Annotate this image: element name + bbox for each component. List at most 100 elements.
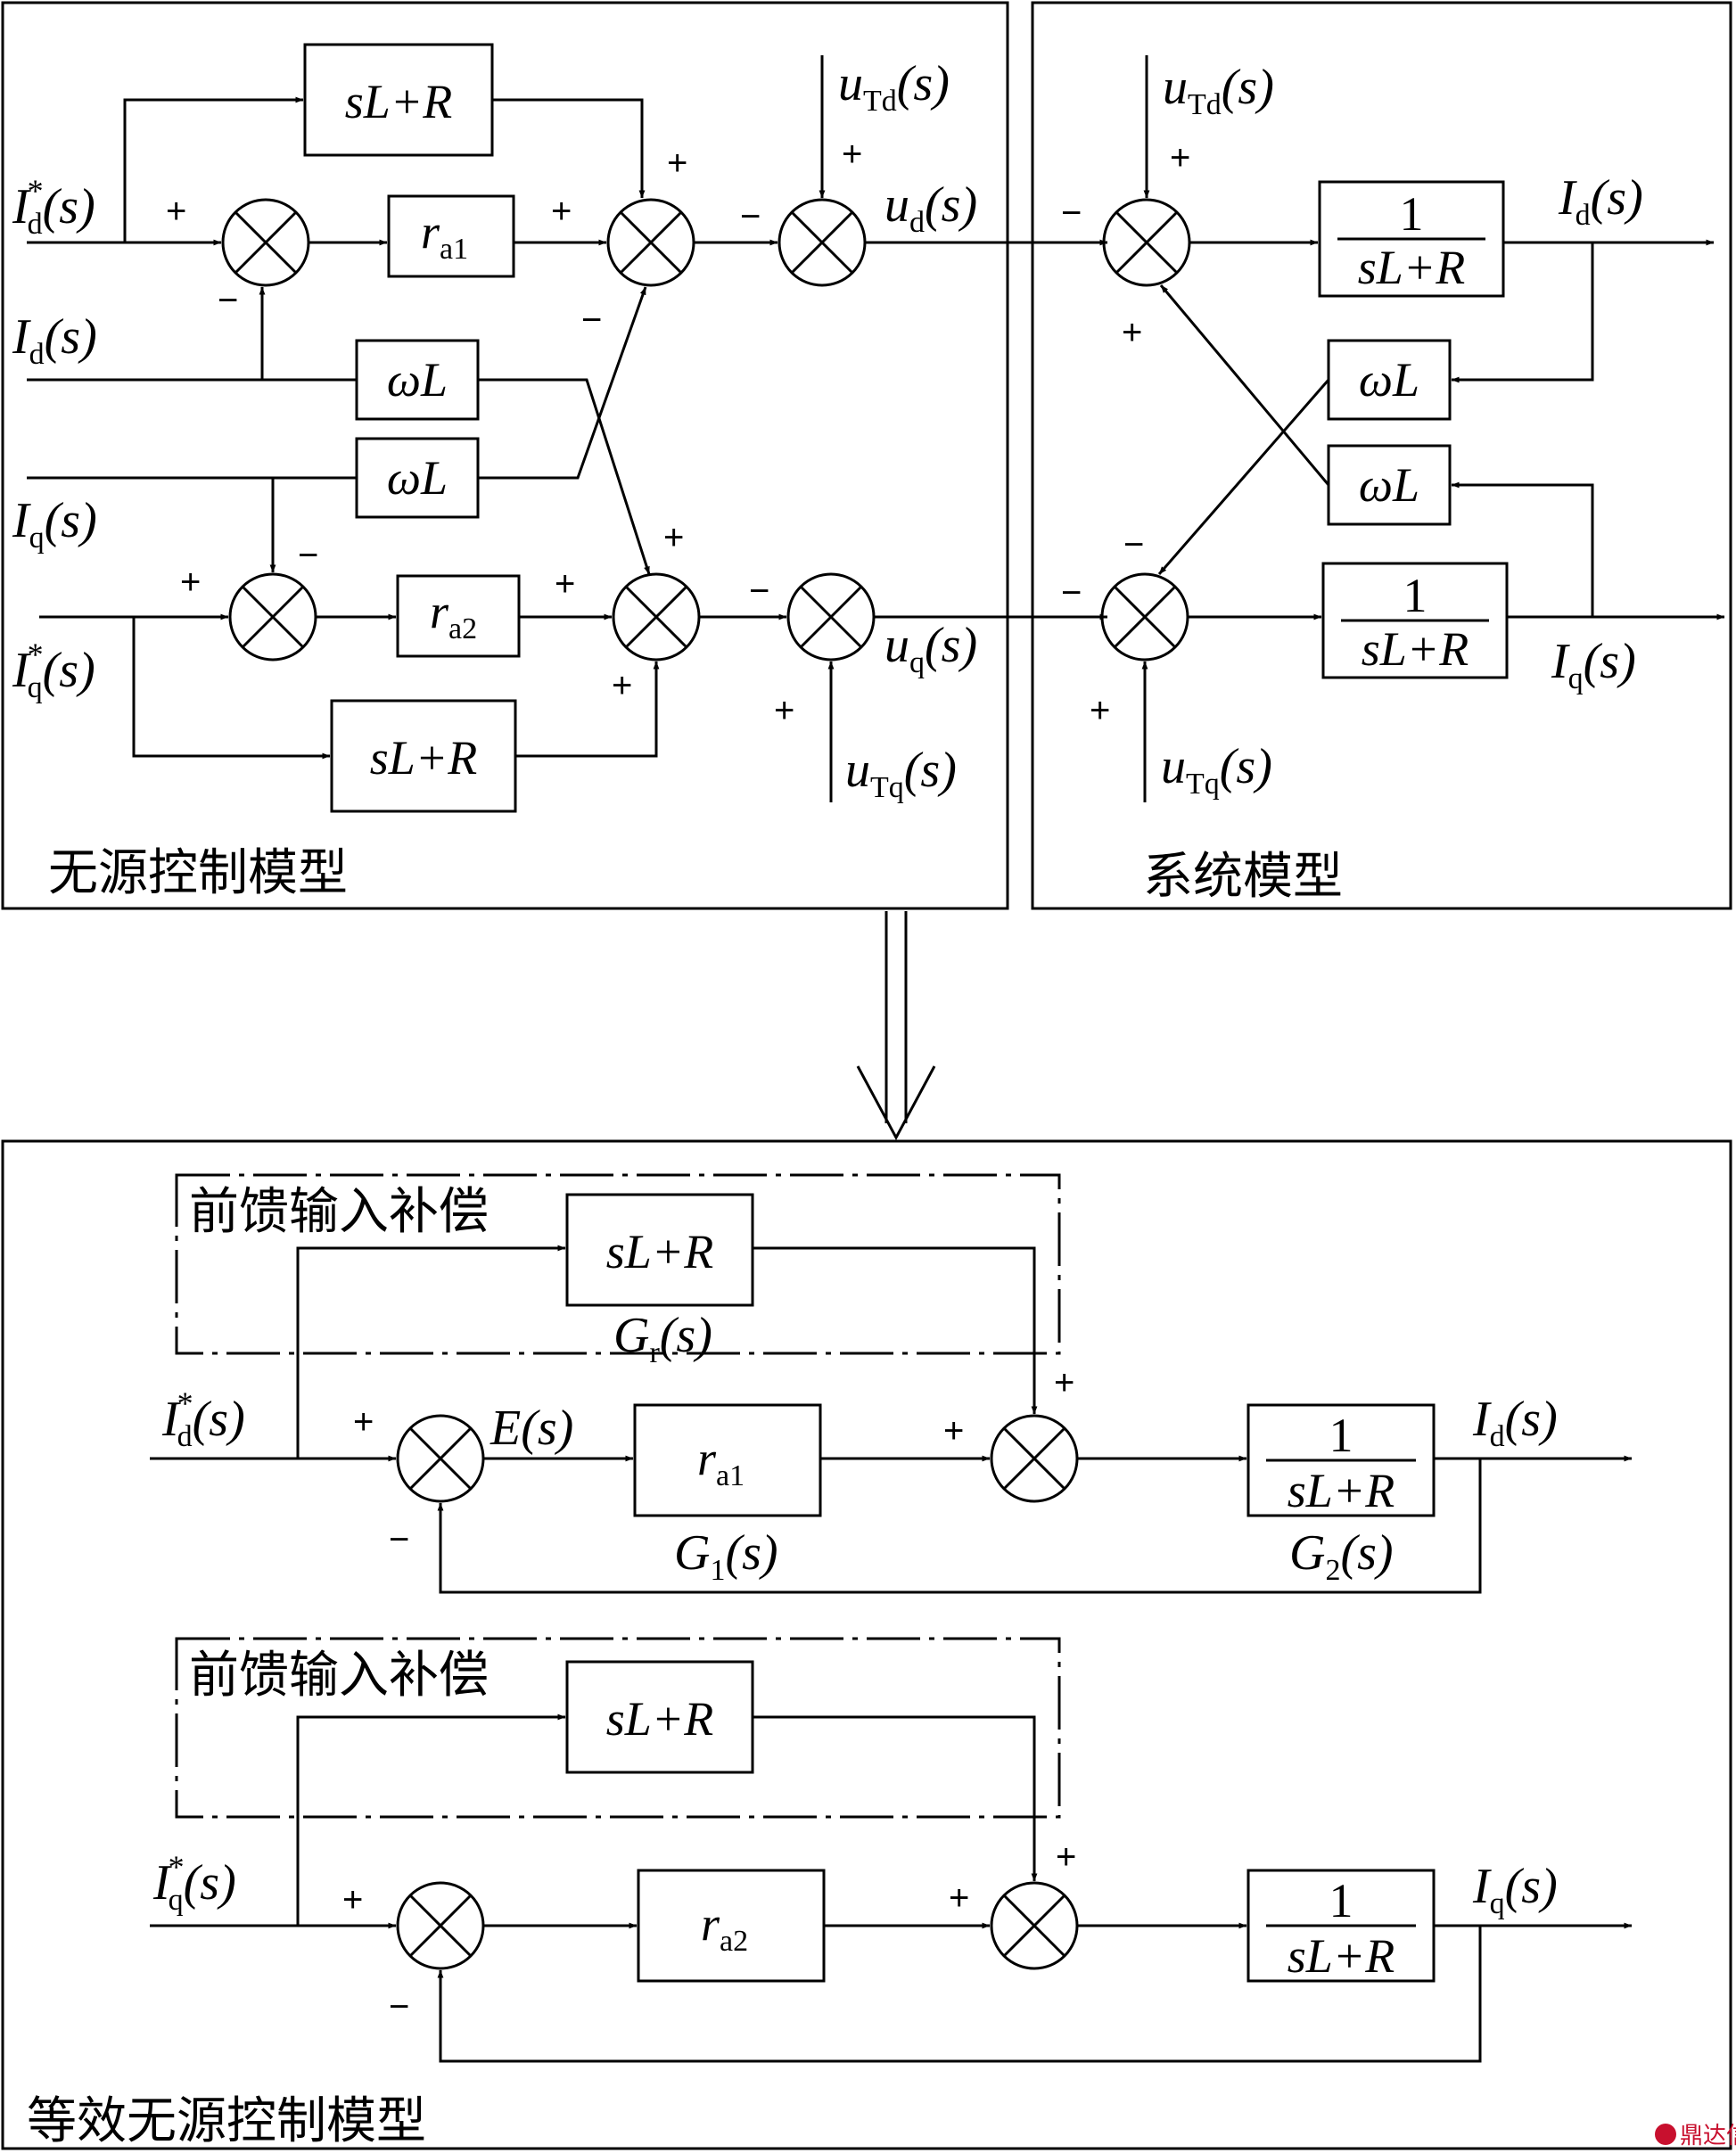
sum-junction-eq [228, 572, 317, 662]
sign-plus: + [551, 192, 572, 231]
sign-minus: − [1123, 525, 1144, 564]
sign-minus: − [749, 571, 769, 611]
panel-frame-right [1031, 1, 1732, 910]
wires-system [1100, 55, 1725, 802]
sign-minus: − [389, 1520, 409, 1559]
sign-plus: + [943, 1411, 964, 1450]
label-id-ref-equiv: I*d(s) [161, 1385, 245, 1453]
panel-title-equivalent-model: 等效无源控制模型 [27, 2092, 426, 2150]
text-sys-omega-l-2: ωL [1359, 458, 1419, 512]
block-ra2 [396, 574, 521, 658]
passive-control-model-panel: sL+R ra1 ωL ωL ra2 sL+R I*d(s) Id(s) Iq(… [1, 1, 1108, 910]
sum-junction-d-mid [606, 198, 695, 287]
label-id-feedback: Id(s) [12, 309, 97, 371]
text-ra1: ra1 [421, 205, 468, 266]
sign-plus: + [663, 518, 684, 557]
label-utd-left: uTd(s) [838, 56, 950, 118]
text-q-plant-den: sL+R [1288, 1929, 1395, 1983]
sign-plus: + [667, 144, 687, 183]
feedforward-region-d [175, 1173, 1061, 1355]
label-id-out-equiv: Id(s) [1472, 1392, 1558, 1453]
feedforward-label-q: 前馈输入补偿 [189, 1647, 489, 1705]
label-g2: G2(s) [1289, 1525, 1394, 1587]
label-iq-ref: I*q(s) [12, 637, 95, 704]
label-id-out-right: Id(s) [1558, 170, 1643, 232]
sign-plus: + [353, 1402, 374, 1442]
text-ra2: ra2 [430, 585, 477, 645]
sign-plus: + [1170, 138, 1190, 177]
panel-title-system-model: 系统模型 [1143, 848, 1343, 906]
text-plant-q-num: 1 [1403, 569, 1427, 622]
text-gr-sl-plus-r: sL+R [606, 1225, 713, 1278]
sign-plus: + [1122, 313, 1142, 352]
block-q-ra2 [637, 1869, 826, 1983]
panel-frame-left [1, 1, 1009, 910]
panel-title-passive-control: 无源控制模型 [48, 844, 348, 902]
block-sys-omega-l-1 [1327, 339, 1452, 421]
text-omega-l-1: ωL [387, 353, 448, 407]
label-uq: uq(s) [884, 618, 977, 679]
sum-junction-eq-q1 [396, 1881, 485, 1970]
text-omega-l-2: ωL [387, 451, 448, 505]
sum-junction-sys-d [1102, 198, 1191, 287]
label-iq-feedback: Iq(s) [12, 493, 97, 555]
text-g1-ra1: ra1 [697, 1432, 745, 1492]
sign-minus: − [581, 300, 602, 340]
block-gr-sl-plus-r [565, 1193, 754, 1307]
sign-plus: + [1054, 1363, 1074, 1402]
label-iq-ref-equiv: I*q(s) [152, 1849, 236, 1917]
wires-d-axis-left [27, 55, 1108, 573]
q-loop: 前馈输入补偿 sL+R ra2 1 sL+R [150, 1637, 1633, 2063]
text-sys-omega-l-1: ωL [1359, 353, 1419, 407]
watermark-text: 鼎达信 [1680, 2123, 1736, 2149]
text-g2-num: 1 [1329, 1409, 1353, 1462]
label-error-e: E(s) [490, 1401, 573, 1456]
block-sys-omega-l-2 [1327, 444, 1452, 526]
text-sl-plus-r-bottom: sL+R [370, 731, 477, 785]
text-plant-d-den: sL+R [1358, 241, 1465, 294]
equivalent-model-panel: 前馈输入补偿 sL+R Gr(s) ra1 G1(s) 1 sL+R G2(s) [1, 1139, 1732, 2150]
sign-plus: + [1090, 691, 1110, 730]
label-iq-out-right: Iq(s) [1551, 634, 1636, 695]
feedforward-label-d: 前馈输入补偿 [189, 1183, 489, 1241]
sign-plus: + [612, 666, 632, 705]
sign-plus: + [180, 563, 201, 602]
label-g1: G1(s) [674, 1525, 778, 1587]
text-sl-plus-r-top: sL+R [345, 75, 452, 128]
sum-junction-eq-q2 [990, 1881, 1079, 1970]
sign-plus: + [842, 135, 862, 174]
text-plant-q-den: sL+R [1362, 622, 1469, 676]
panel-frame-bottom [1, 1139, 1732, 2150]
wires-q-axis-left [39, 613, 1108, 802]
sum-junction-eq-d2 [990, 1414, 1079, 1503]
label-ud: ud(s) [884, 177, 977, 239]
sum-junction-eq-d1 [396, 1414, 485, 1503]
label-utq-right: uTq(s) [1161, 739, 1272, 801]
block-ra1 [387, 194, 515, 278]
block-q-sl-plus-r [565, 1660, 754, 1774]
block-sl-plus-r-top [303, 43, 494, 157]
sign-minus: − [389, 1987, 409, 2026]
text-q-sl-plus-r: sL+R [606, 1692, 713, 1746]
sign-plus: + [774, 691, 794, 730]
sign-plus: + [166, 192, 186, 231]
label-iq-out-equiv: Iq(s) [1472, 1859, 1558, 1920]
sign-minus: − [298, 536, 318, 575]
text-g2-den: sL+R [1288, 1464, 1395, 1517]
label-gr: Gr(s) [613, 1308, 712, 1369]
label-utd-right: uTd(s) [1163, 60, 1274, 121]
block-sl-plus-r-bottom [330, 699, 517, 813]
feedforward-region-q [175, 1637, 1061, 1819]
sign-minus: − [1061, 193, 1082, 233]
label-utq-left: uTq(s) [845, 743, 957, 804]
sum-junction-ed [221, 198, 310, 287]
system-model-panel: 1 sL+R 1 sL+R ωL ωL uTd(s) uTq(s) Id(s) … [1031, 1, 1732, 910]
sum-junction-ud [777, 198, 867, 287]
sign-plus: + [342, 1880, 363, 1919]
sum-junction-q-mid [612, 572, 701, 662]
sign-plus: + [949, 1878, 969, 1918]
cross-coupling-left [478, 286, 651, 575]
wires-d-loop [150, 1245, 1633, 1594]
text-q-plant-num: 1 [1329, 1874, 1353, 1927]
